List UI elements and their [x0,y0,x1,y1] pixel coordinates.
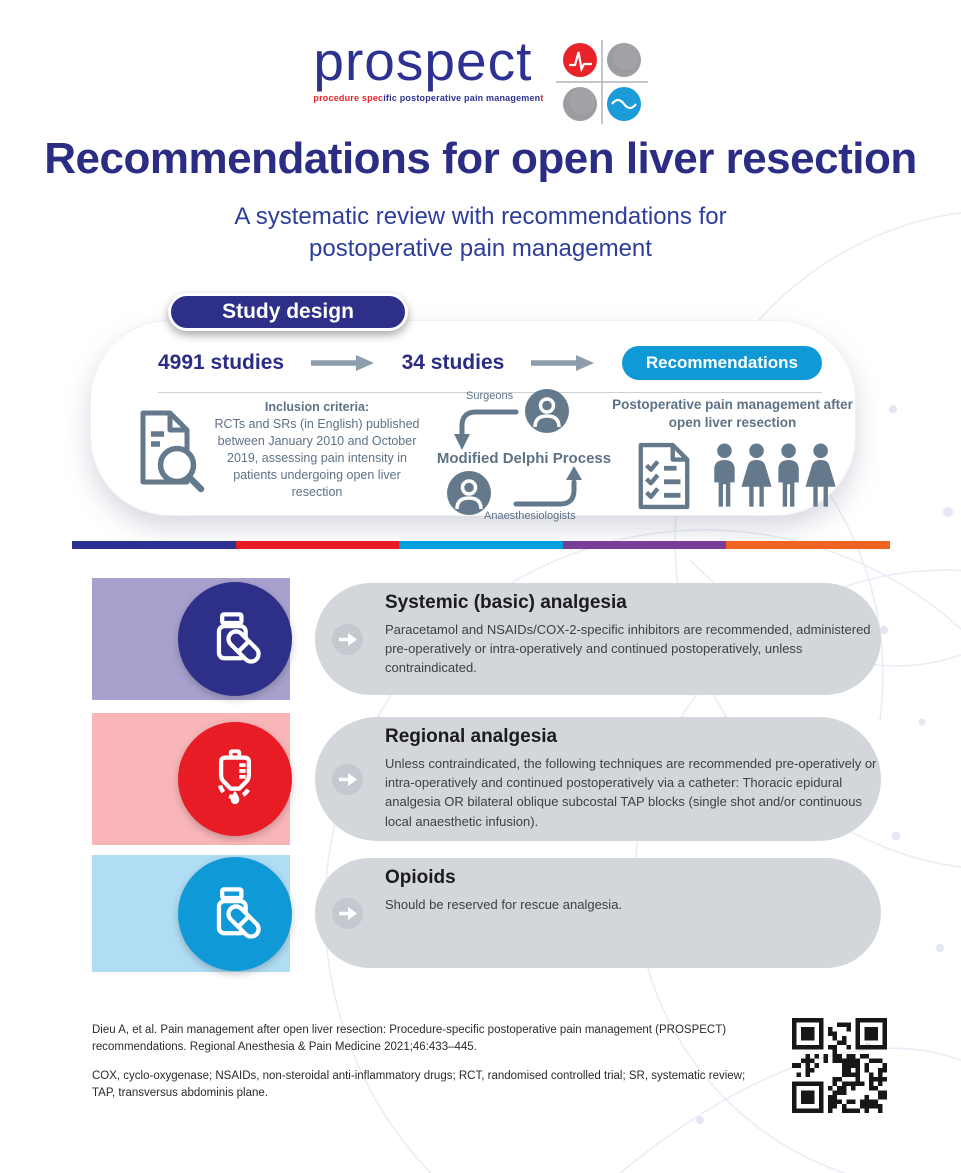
surgeon-person-icon [525,389,569,433]
footer-abbreviations: COX, cyclo-oxygenase; NSAIDs, non-steroi… [92,1070,746,1099]
qr-code [792,1018,887,1113]
ecg-icon [568,51,592,73]
outcome-section: Postoperative pain management after open… [610,396,855,519]
card-panel: Regional analgesia Unless contraindicate… [315,717,881,841]
checklist-icon [638,442,690,510]
card-accent-circle [178,722,292,836]
arrow-circle-icon [332,897,363,929]
logo: prospect procedure specific postoperativ… [0,34,961,124]
tagline-red-end: t [540,93,544,103]
surgeons-label: Surgeons [466,390,514,402]
anaesthesiologists-label: Anaesthesiologists [484,510,576,522]
card-title: Opioids [385,867,456,888]
bar-red [235,541,400,549]
page-subtitle: A systematic review with recommendations… [0,201,961,264]
document-search-icon [140,410,205,493]
outcome-heading: Postoperative pain management after open… [612,397,853,430]
delphi-section: Surgeons Modified Delphi Process Anaesth… [424,386,624,526]
card-body: Paracetamol and NSAIDs/COX-2-specific in… [385,622,871,676]
rainbow-divider [72,541,890,549]
card-accent-circle [178,582,292,696]
card-title: Regional analgesia [385,726,558,747]
anaesthesiologist-person-icon [447,471,491,515]
arrow-circle-icon [332,763,363,795]
card-accent-circle [178,856,292,971]
page-title: Recommendations for open liver resection [44,134,917,183]
flow-arrow-icon [531,355,595,371]
flow-step-2: 34 studies [401,351,505,374]
delphi-arrow-up-icon [513,466,582,507]
pills-icon [216,612,261,664]
logo-text-block: prospect procedure specific postoperativ… [313,30,543,104]
flow-step-1: 4991 studies [158,351,285,374]
card-panel: Opioids Should be reserved for rescue an… [315,858,881,968]
delphi-title: Modified Delphi Process [436,450,612,467]
card-body: Unless contraindicated, the following te… [385,756,877,829]
recommendations-pill: Recommendations [621,346,822,380]
inclusion-body: RCTs and SRs (in English) published betw… [214,417,420,499]
card-body: Should be reserved for rescue analgesia. [385,897,623,912]
arrow-circle-icon [332,623,363,655]
subtitle-line-1: A systematic review with recommendations… [234,203,727,230]
delphi-arrow-down-icon [454,409,519,450]
study-flow: 4991 studies 34 studies Recommendations [158,343,822,383]
flow-arrow-icon [310,355,374,371]
flow-divider [158,392,822,393]
logo-mark [555,40,648,124]
people-icon [714,443,836,507]
tagline-mid: ific postoperative pain managemen [383,93,541,103]
pills-icon [216,886,261,939]
card-panel: Systemic (basic) analgesia Paracetamol a… [315,583,881,695]
wave-icon [610,98,637,110]
bar-purple [562,541,727,549]
study-design-badge: Study design [168,293,408,331]
bar-orange [726,541,890,549]
tagline-red-start: procedure spec [313,93,384,103]
card-title: Systemic (basic) analgesia [385,592,627,613]
subtitle-line-2: postoperative pain management [309,234,652,262]
iv-drip-icon [217,749,253,805]
inclusion-criteria: Inclusion criteria: RCTs and SRs (in Eng… [208,399,426,501]
bar-cyan [399,541,563,549]
footer-citation: Dieu A, et al. Pain management after ope… [92,1024,727,1053]
brand-text: prospect [313,30,533,92]
bar-indigo [72,541,236,549]
inclusion-heading: Inclusion criteria: [264,400,370,414]
logo-tagline: procedure specific postoperative pain ma… [313,93,543,103]
